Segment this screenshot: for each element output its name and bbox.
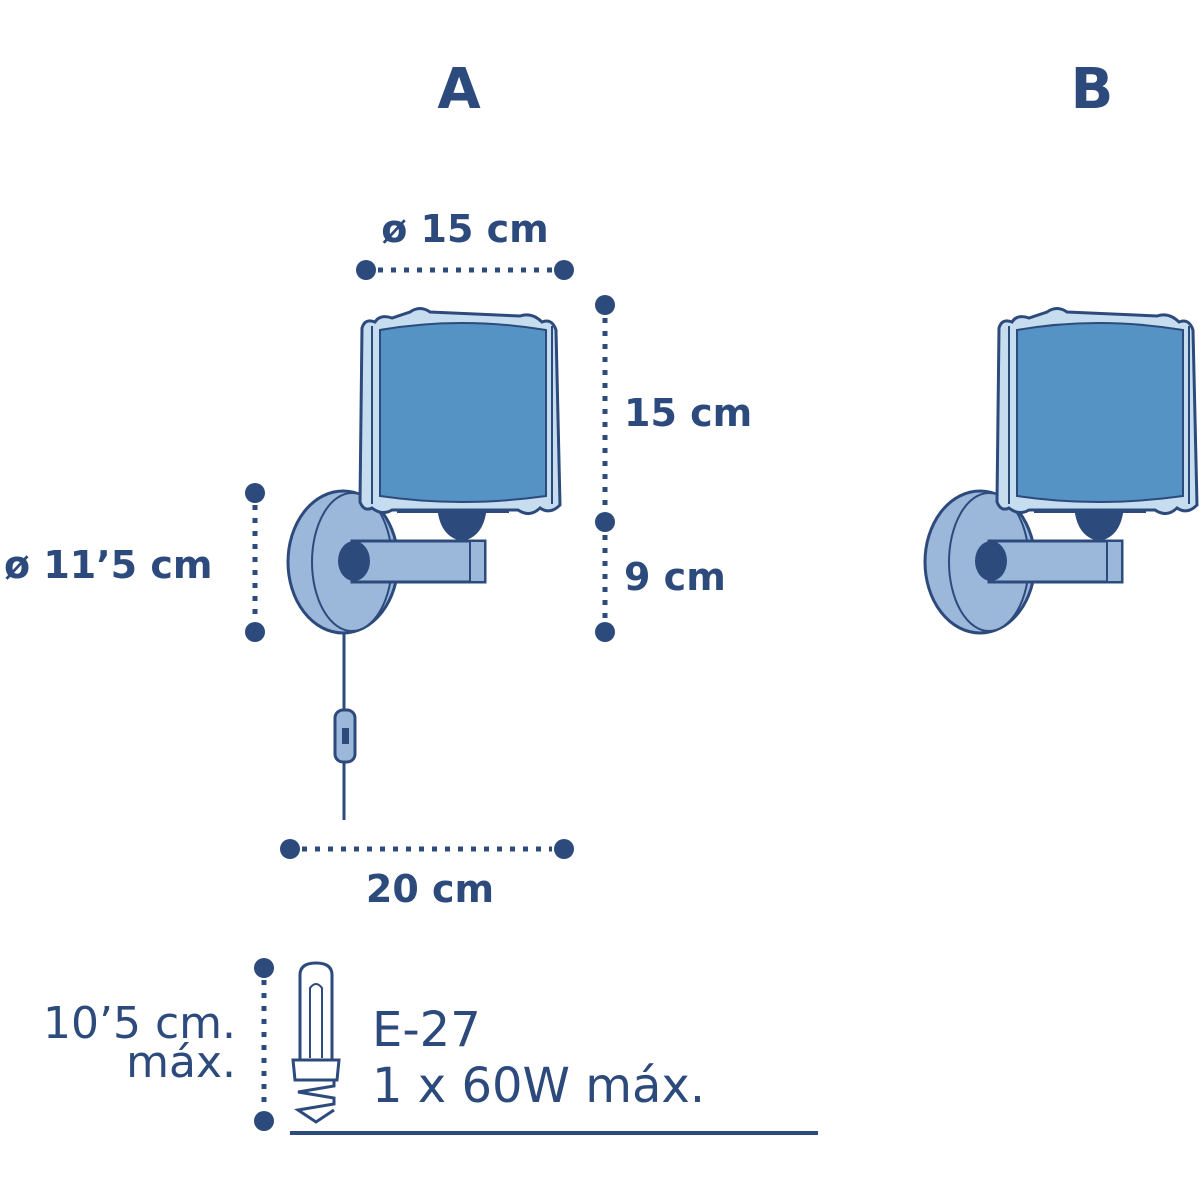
bulb-size-label: 10’5 cm. xyxy=(43,998,236,1049)
depth-dimension: 20 cm xyxy=(280,839,574,911)
shade-diameter-dimension: ø 15 cm xyxy=(356,207,574,280)
shade-diameter-label: ø 15 cm xyxy=(381,207,549,251)
depth-label: 20 cm xyxy=(366,867,494,911)
power-label: 1 x 60W máx. xyxy=(372,1058,705,1114)
shade-height-label: 15 cm xyxy=(624,391,752,435)
bulb-icon xyxy=(291,961,341,1124)
variant-a-label: A xyxy=(437,57,481,122)
socket-type-label: E-27 xyxy=(372,1002,481,1058)
lamp-a-illustration xyxy=(286,307,562,820)
base-diameter-dimension: ø 11’5 cm xyxy=(4,483,265,642)
base-diameter-label: ø 11’5 cm xyxy=(4,543,212,587)
height-dimension: 15 cm 9 cm xyxy=(595,295,752,642)
arm-height-label: 9 cm xyxy=(624,555,726,599)
lamp-b-illustration xyxy=(923,307,1199,635)
variant-b-label: B xyxy=(1071,57,1114,122)
bulb-spec: 10’5 cm. máx. E-27 1 x 60W máx. xyxy=(43,958,818,1135)
bulb-size-max-label: máx. xyxy=(126,1037,236,1088)
